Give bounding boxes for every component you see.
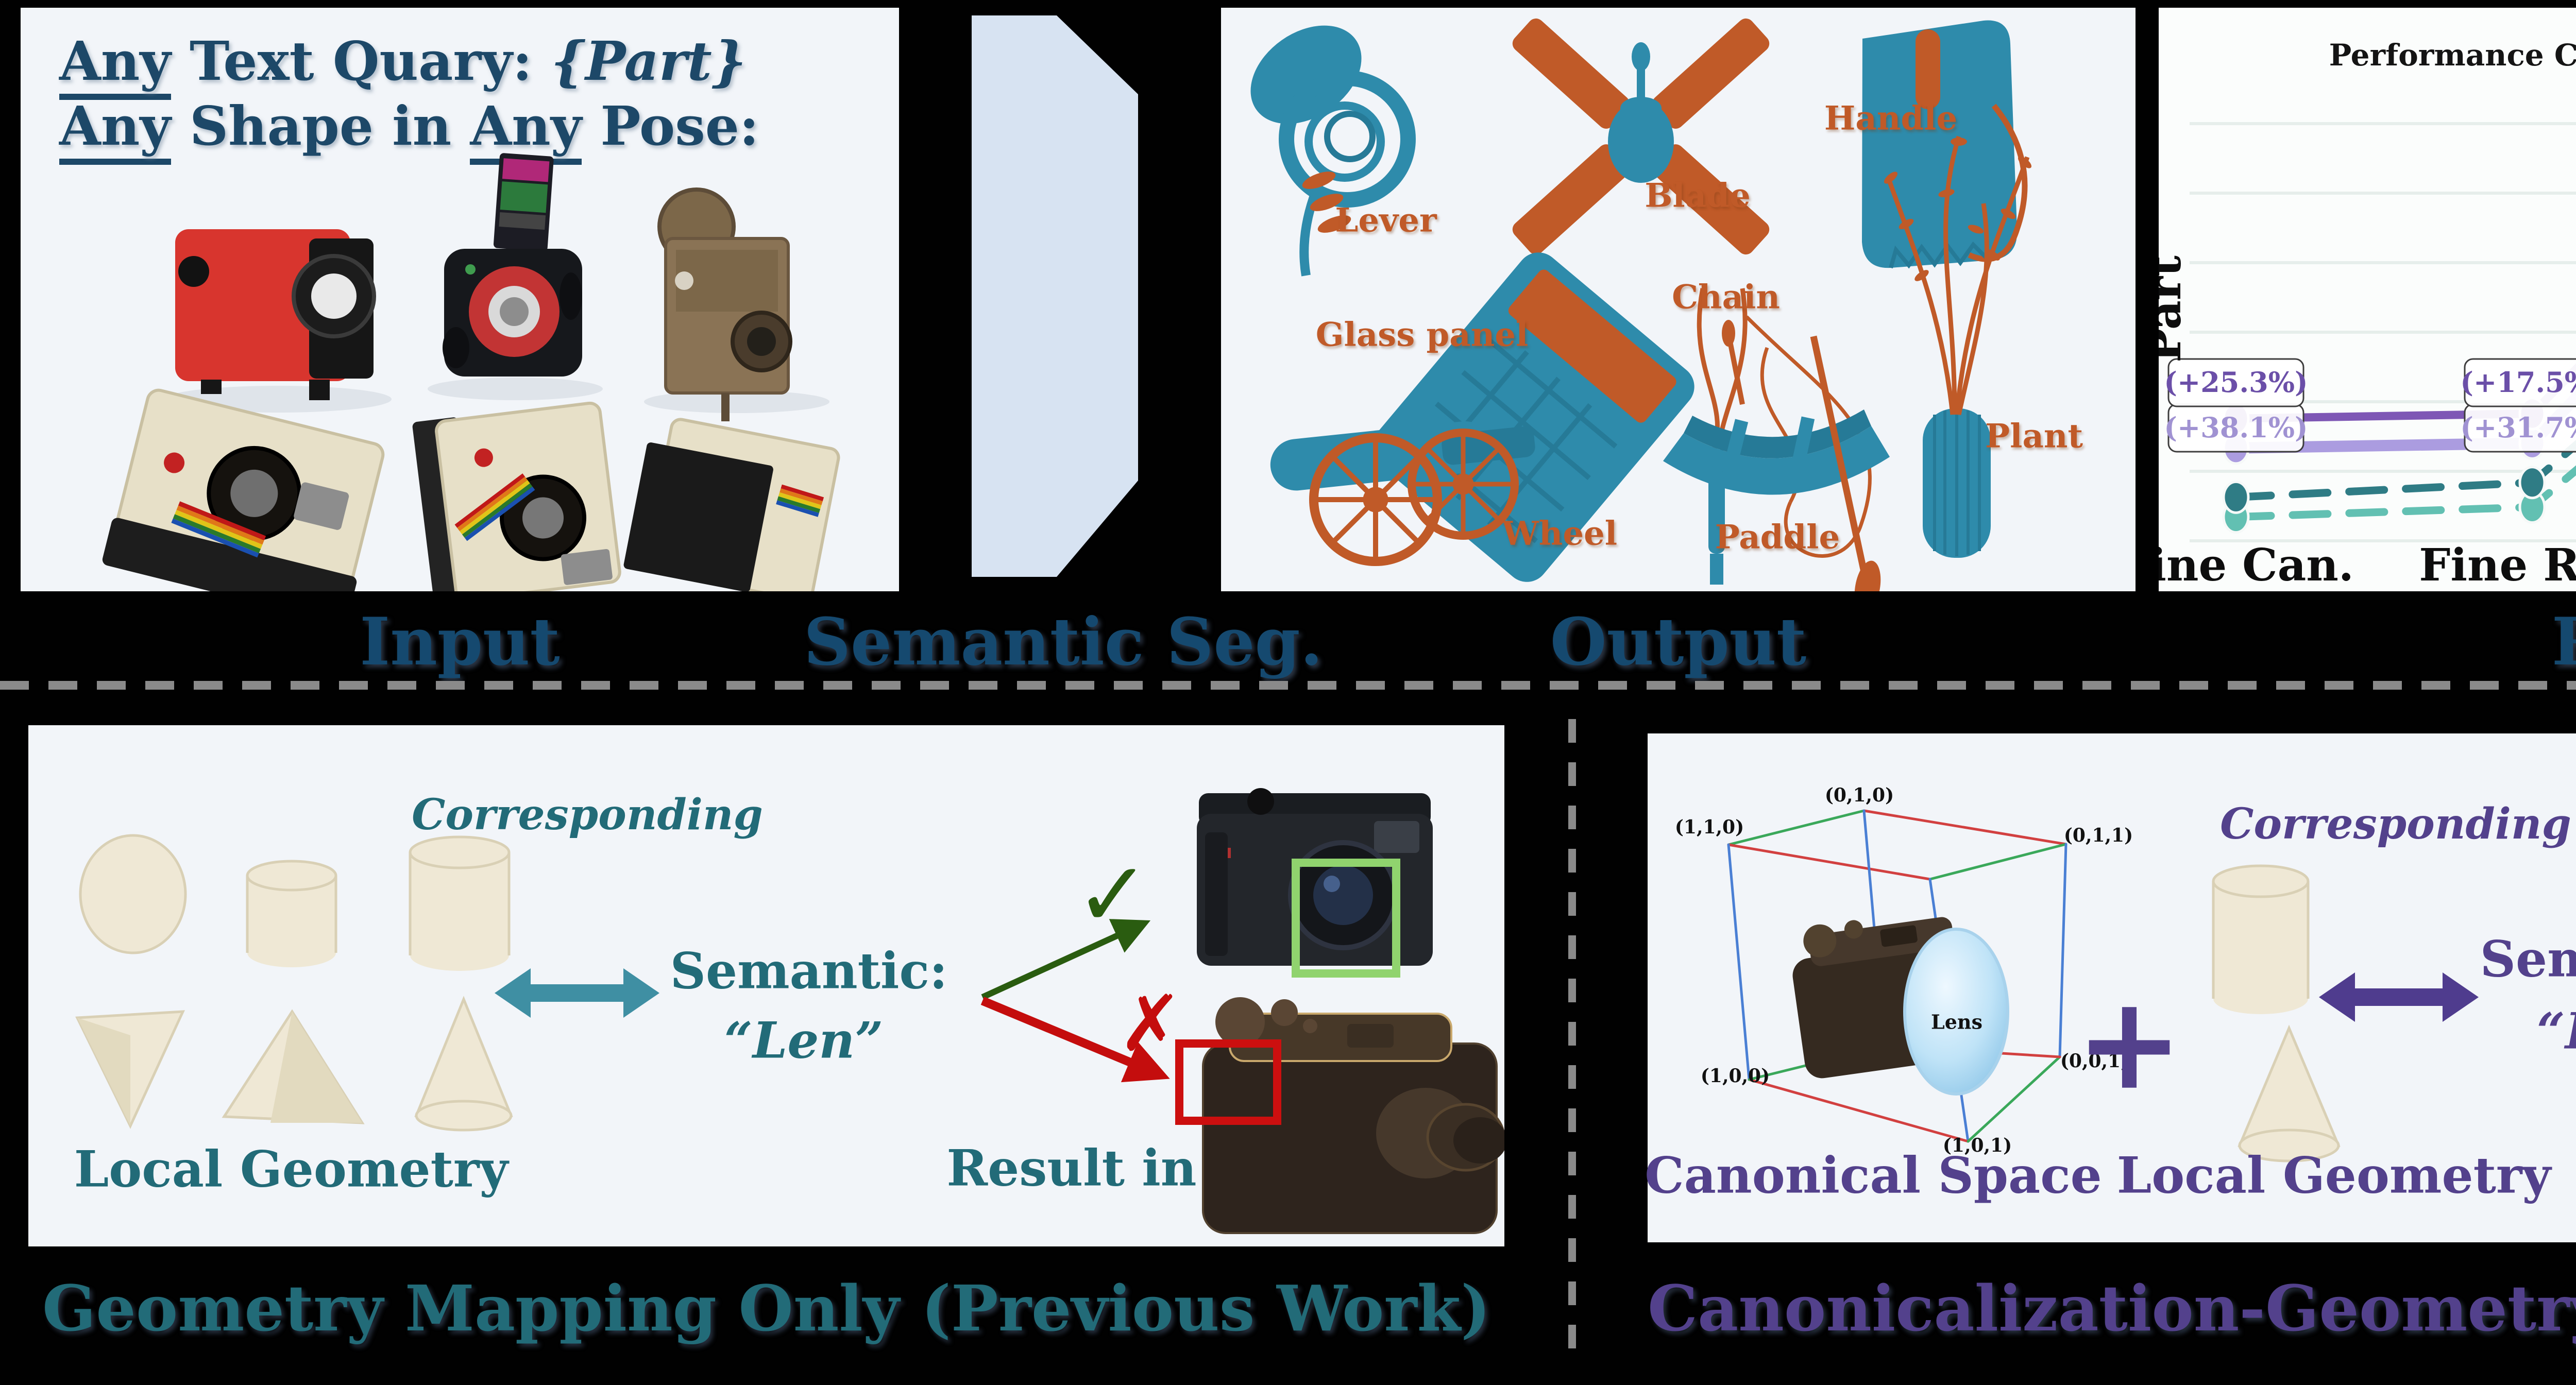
previous-work-panel: Corresponding Semantic: “Len” Local Geom… [28, 725, 1504, 1246]
label-plant: Plant [1985, 417, 2083, 456]
label-paddle: Paddle [1715, 518, 1840, 557]
tall-cylinder-shape [409, 835, 511, 971]
polaroid-camera-icon [412, 401, 621, 591]
output-caption: Output [1550, 604, 1807, 680]
boat-icon [1663, 320, 1890, 591]
svg-text:(+17.5%): (+17.5%) [2460, 366, 2576, 399]
horizontal-dashed-divider [0, 681, 2576, 690]
cross-icon: ✗ [1118, 979, 1183, 1069]
canonical-space-label: Canonical Space [1645, 1146, 2102, 1205]
label-handle: Handle [1824, 99, 1958, 138]
input-text-line2: Any Shape in Any Pose: [59, 94, 759, 165]
len-query-label: “Len” [724, 1011, 884, 1070]
sphere-shape [79, 834, 187, 954]
pyramid-shape [222, 1009, 365, 1124]
output-objects-illustration [1250, 18, 2032, 591]
polaroid-camera-icon [102, 388, 385, 591]
correct-arrow [981, 919, 1151, 1000]
small-cylinder-shape [246, 860, 337, 967]
label-lever: Lever [1335, 201, 1437, 240]
double-arrow-icon [495, 968, 659, 1018]
ceiling-fan-icon [1512, 18, 1770, 255]
red-box [1175, 1039, 1281, 1125]
semantic-label: Semantic: [2480, 930, 2576, 988]
corresponding-label: Corresponding [2220, 799, 2571, 849]
cube-corner-011: (0,1,1) [2063, 825, 2133, 846]
double-arrow-icon [2319, 972, 2479, 1022]
lens-highlight [1903, 928, 2009, 1096]
red-projector-icon [165, 229, 392, 413]
compact-camera-icon [428, 153, 603, 400]
calculator-icon [1371, 252, 1694, 582]
vintage-camera-icon [644, 187, 829, 421]
cube-corner-101: (1,0,1) [1942, 1135, 2012, 1156]
cube-corner-010: (0,1,0) [1824, 784, 1894, 806]
green-box [1292, 859, 1400, 978]
cone-shape [414, 996, 513, 1132]
primitive-shapes [75, 834, 513, 1132]
svg-text:(+38.1%): (+38.1%) [2164, 411, 2308, 444]
part-placeholder: {Part} [551, 29, 747, 93]
lens-label: Lens [1931, 1010, 1982, 1034]
corresponding-label: Corresponding [412, 790, 763, 840]
svg-text:(+31.7%): (+31.7%) [2460, 411, 2576, 444]
cannon-wheel [1408, 429, 1519, 540]
semantic-label: Semantic: [670, 942, 948, 1000]
black-camera-icon [1197, 788, 1433, 966]
svg-text:Fine Can.: Fine Can. [2159, 539, 2354, 591]
svg-text:Performance Comparison: Ours v: Performance Comparison: Ours vs Find3d [2329, 38, 2576, 73]
french-horn-icon [1250, 25, 1416, 277]
output-panel: Lever Blade Handle Glass panel Chain Pla… [1221, 8, 2136, 591]
svg-text:Part: Part [2159, 255, 2191, 363]
ours-illustration [1727, 809, 2479, 1162]
input-cameras-illustration [102, 153, 840, 591]
label-glass-panel: Glass panel [1315, 315, 1529, 354]
semantic-seg-arrow-icon [972, 15, 1138, 577]
any-underlined: Any [59, 29, 171, 100]
cannon-wheel [1309, 433, 1442, 566]
brown-camera-icon [1202, 997, 1504, 1234]
input-caption: Input [360, 604, 560, 680]
semantic-seg-caption: Semantic Seg. [804, 604, 1323, 680]
cube-corner-110: (1,1,0) [1674, 816, 1744, 838]
previous-work-caption: Geometry Mapping Only (Previous Work) [42, 1271, 1490, 1345]
cube-corner-001: (0,0,1) [2060, 1050, 2130, 1072]
wrong-arrow [980, 997, 1170, 1083]
cannon-icon [1270, 421, 1535, 566]
check-icon: ✓ [1075, 843, 1151, 948]
local-geometry-label: Local Geometry [2116, 1146, 2551, 1205]
svg-text:Fine Rot.: Fine Rot. [2419, 539, 2576, 591]
results-caption: Results [2159, 604, 2576, 680]
cone-shape [2238, 1024, 2341, 1162]
polaroid-camera-icon [623, 418, 840, 591]
label-blade: Blade [1645, 176, 1751, 215]
label-wheel: Wheel [1501, 514, 1618, 553]
local-geometry-label: Local Geometry [74, 1140, 509, 1199]
vertical-dashed-divider [1568, 719, 1576, 1365]
ours-caption: Canonicalization-Geometry Mapping (Ours) [1648, 1271, 2576, 1345]
svg-text:(+25.3%): (+25.3%) [2164, 366, 2308, 399]
local-geometry-shapes [2212, 864, 2341, 1162]
ours-panel: (1,1,0) (0,1,0) (0,1,1) (0,0,1) (1,0,0) … [1645, 733, 2576, 1242]
inverted-tetrahedron-shape [75, 1010, 185, 1129]
label-chain: Chain [1672, 278, 1780, 317]
previous-work-illustration [75, 788, 1504, 1234]
result-in-label: Result in [946, 1139, 1197, 1198]
results-chart-panel: Find3d - Part of Obj.Ours - Part of Obj.… [2159, 8, 2576, 591]
input-panel: Any Text Quary: {Part} Any Shape in Any … [21, 8, 899, 591]
plus-icon: + [2075, 967, 2183, 1118]
plant-icon [1884, 135, 2032, 558]
input-text-line1: Any Text Quary: {Part} [59, 29, 747, 100]
cylinder-shape [2212, 864, 2310, 1014]
performance-chart: Find3d - Part of Obj.Ours - Part of Obj.… [2159, 38, 2576, 591]
cube-corner-100: (1,0,0) [1700, 1065, 1770, 1087]
len-query-label: “Len” [2536, 1002, 2576, 1061]
